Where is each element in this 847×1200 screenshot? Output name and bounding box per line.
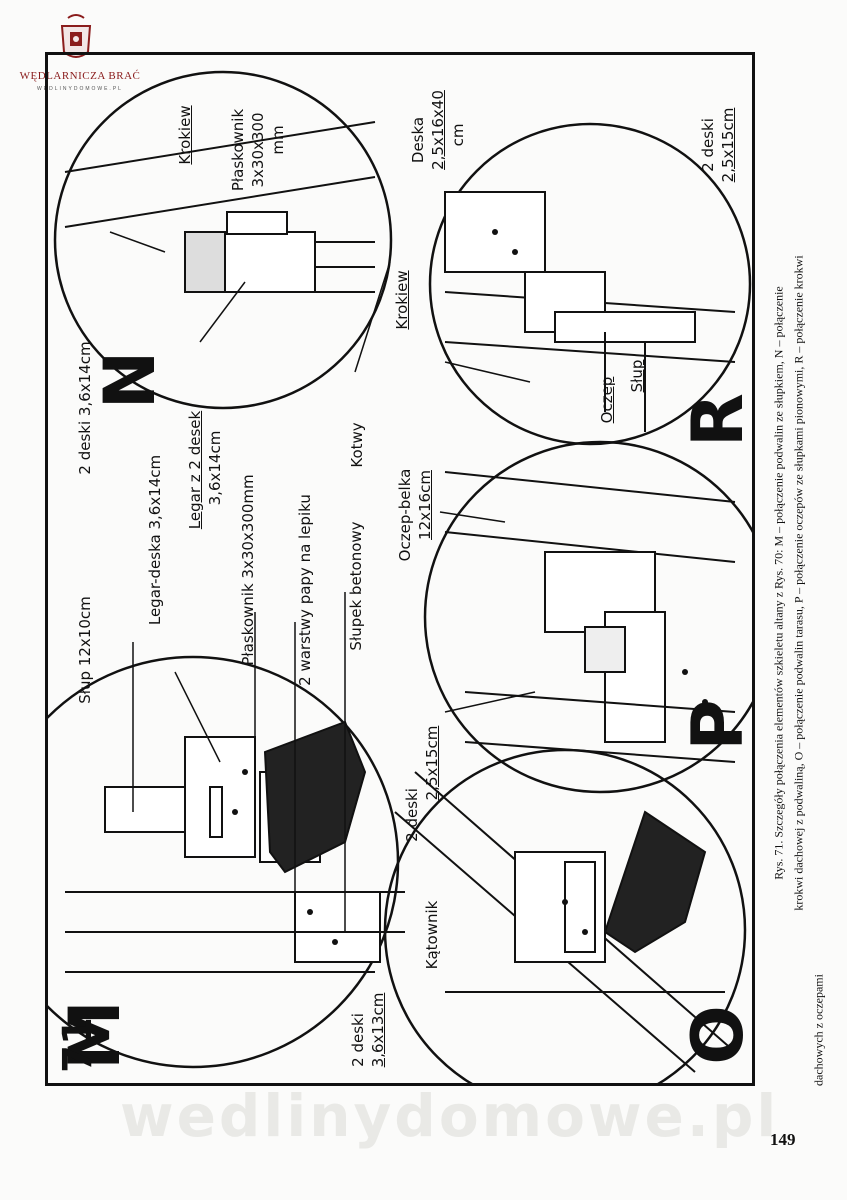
label-legar-z-desek-2: 3,6x14cm — [206, 430, 224, 506]
leader-lines — [109, 231, 536, 932]
label-2-deski-o-1: 2 deski — [349, 1013, 367, 1067]
technical-drawing — [45, 70, 755, 1086]
panel-letter-p: P — [677, 699, 759, 751]
label-oczep-belka-2: 12x16cm — [416, 470, 434, 540]
label-legar-z-desek-1: Legar z 2 desek — [186, 410, 204, 530]
logo-name: WĘDLARNICZA BRAĆ — [19, 70, 141, 82]
site-logo[interactable]: WĘDLARNICZA BRAĆ WEDLINYDOMOWE.PL — [0, 0, 170, 100]
label-stupek: Słupek betonowy — [347, 521, 365, 651]
figure-number: 71 — [55, 1017, 101, 1073]
detail-circle-r — [428, 122, 752, 446]
label-kotwy: Kotwy — [348, 422, 366, 468]
label-oczep-belka-1: Oczep-belka — [396, 468, 414, 562]
label-deska-r-1: Deska — [409, 116, 427, 164]
label-krokiew-n: Krokiew — [176, 105, 194, 165]
figure-frame — [45, 52, 755, 1086]
page-number: 149 — [770, 1130, 796, 1149]
label-plaskownik-m: Płaskownik 3x30x300mm — [239, 474, 257, 666]
detail-circle-p — [423, 440, 755, 794]
panel-letter-o: O — [677, 1005, 759, 1065]
label-2-deski-n: 2 deski 3,6x14cm — [76, 341, 94, 475]
label-2-deski-p-1: 2 deski — [403, 788, 421, 842]
label-2-deski-r-2: 2,5x15cm — [719, 107, 737, 183]
caption-line-2: krokwi dachowej z podwaliną, O – połącze… — [791, 255, 806, 911]
label-2-deski-o-2: 3,6x13cm — [369, 992, 387, 1068]
label-krokiew-r: Krokiew — [393, 270, 411, 330]
detail-circle-n — [53, 70, 393, 410]
label-legar-deska: Legar-deska 3,6x14cm — [146, 454, 164, 626]
label-slup-r: Słup — [628, 359, 646, 393]
logo-subtitle: WEDLINYDOMOWE.PL — [37, 86, 123, 92]
label-2-deski-p-2: 2,5x15cm — [423, 725, 441, 801]
detail-m-sketch — [65, 720, 405, 973]
label-stup: Słup 12x10cm — [76, 596, 94, 704]
label-plaskownik-n-2: 3x30x300 — [249, 112, 267, 188]
label-katownik: Kątownik — [423, 900, 441, 970]
detail-r-sketch — [444, 191, 736, 432]
watermark: wedlinydomowe.pl — [120, 1082, 780, 1150]
bolt-holes — [232, 229, 708, 945]
panel-letter-r: R — [677, 393, 759, 447]
caption-line-3: dachowych z oczepami — [811, 974, 826, 1086]
label-deska-r-3: cm — [449, 123, 467, 147]
detail-o-sketch — [394, 771, 736, 1073]
label-oczep: Oczep — [598, 376, 616, 424]
label-papa: 2 warstwy papy na lepiku — [296, 494, 314, 686]
label-2-deski-r-1: 2 deski — [699, 118, 717, 172]
label-deska-r-2: 2,5x16x40 — [429, 90, 447, 170]
label-plaskownik-n-3: mm — [269, 125, 287, 155]
detail-n-sketch — [64, 121, 376, 293]
detail-p-sketch — [444, 471, 736, 763]
caption-line-1: Rys. 71. Szczegóły połączenia elementów … — [771, 286, 786, 880]
panel-letter-n: N — [89, 350, 171, 410]
label-plaskownik-n-1: Płaskownik — [229, 108, 247, 192]
